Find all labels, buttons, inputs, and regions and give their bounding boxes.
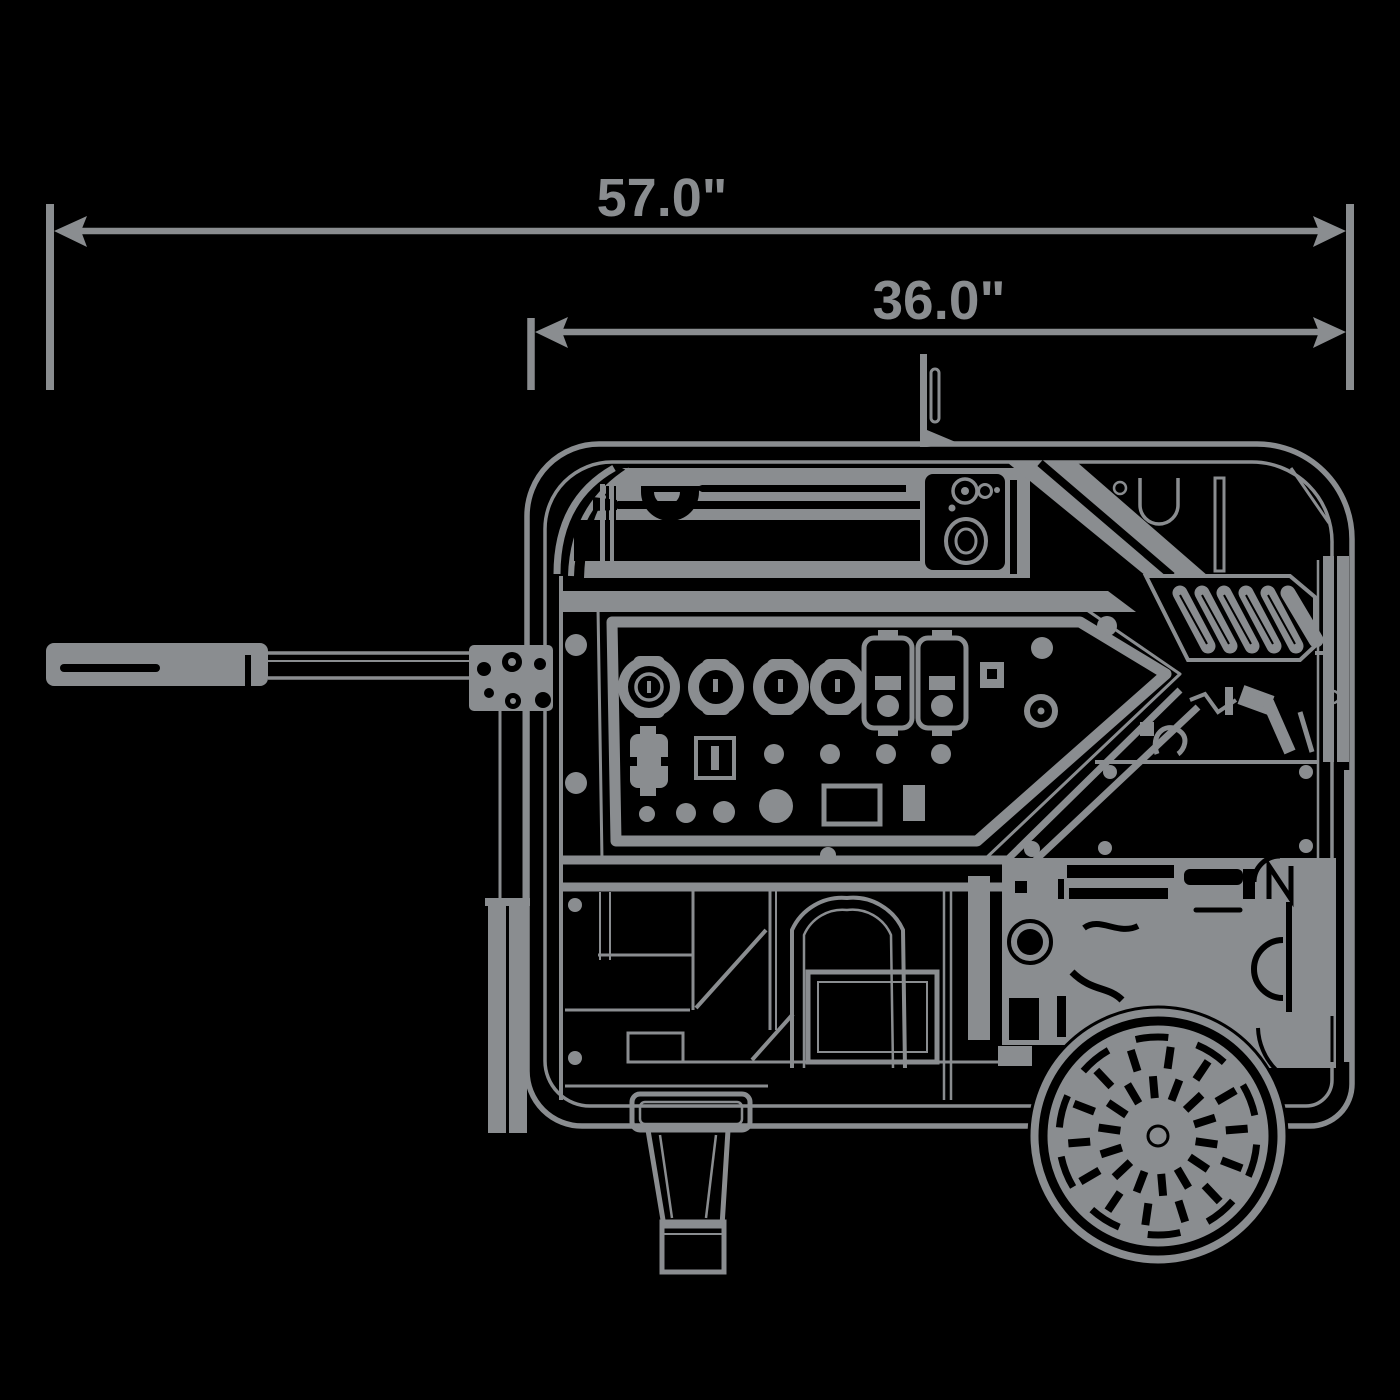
svg-text:36.0": 36.0"	[872, 269, 1005, 331]
svg-text:57.0": 57.0"	[597, 168, 728, 228]
